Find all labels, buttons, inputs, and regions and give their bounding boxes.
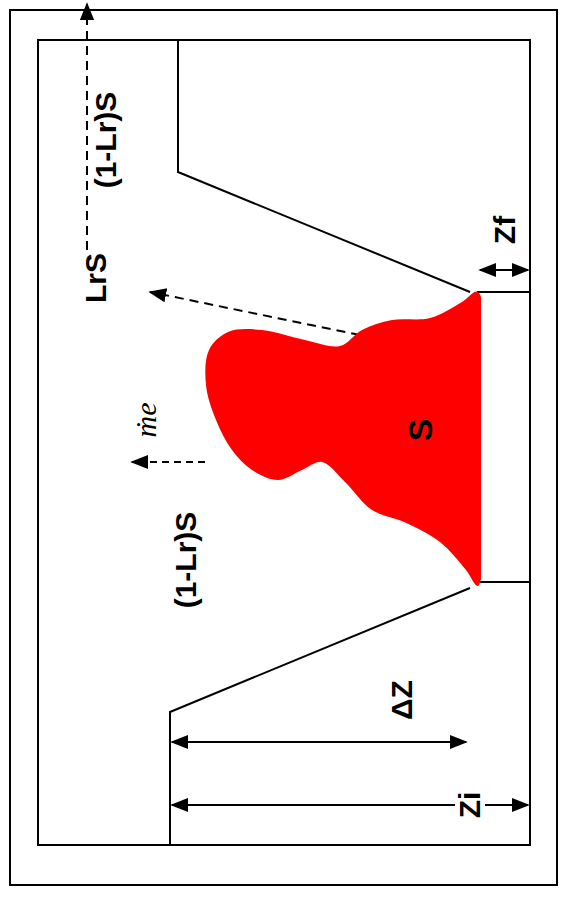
- inner-wall: [38, 40, 530, 845]
- source-label: S: [403, 419, 437, 442]
- flow-label: LrS: [81, 251, 111, 305]
- outer-wall: [10, 10, 557, 885]
- flame-outline: [205, 292, 481, 586]
- flame: S: [205, 286, 481, 592]
- flame-shape: [205, 286, 481, 592]
- dimension-arrow: [172, 741, 466, 743]
- dimension-arrow: [480, 269, 528, 271]
- layer-interface: [178, 40, 470, 292]
- vent-flow-arrow: [86, 4, 88, 250]
- burner: [478, 292, 530, 582]
- radiation-arrow: [150, 292, 360, 335]
- plume-flow-arrow: [132, 461, 205, 463]
- flow-label: (1-Lr)S: [91, 90, 121, 191]
- dimension-label: Zi: [455, 790, 485, 821]
- layer-interface: [170, 588, 470, 845]
- flow-label: (1-Lr)S: [171, 510, 201, 611]
- flow-label: ṁe: [131, 401, 161, 440]
- dimension-label: ΔZ: [387, 678, 417, 722]
- dimension-label: Zf: [490, 214, 520, 246]
